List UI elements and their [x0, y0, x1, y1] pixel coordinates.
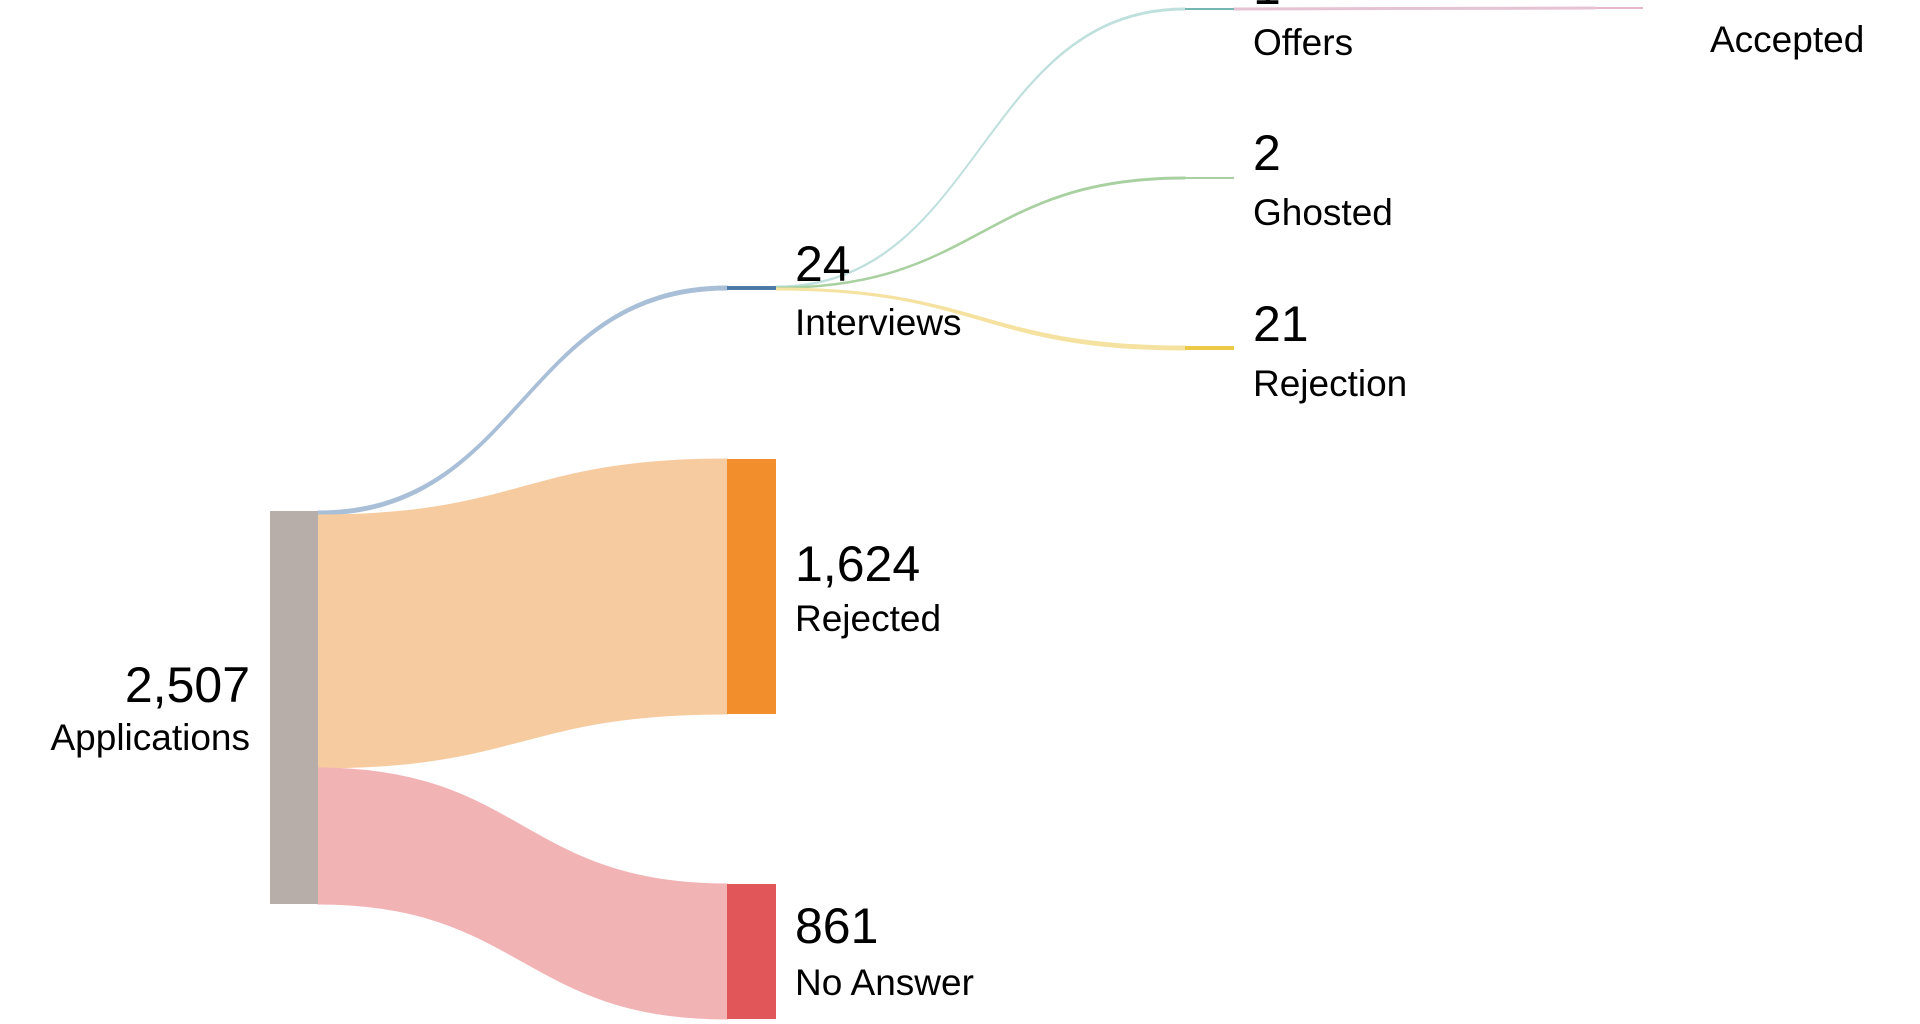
- offers-value: 1: [1253, 0, 1281, 15]
- ghosted-label: Ghosted: [1253, 192, 1393, 233]
- no-answer-label: No Answer: [795, 962, 974, 1003]
- interviews-label: Interviews: [795, 302, 962, 343]
- link-offers-accepted: [1233, 6, 1595, 11]
- node-accepted: [1594, 7, 1643, 9]
- node-rejection: [1185, 346, 1234, 350]
- no-answer-value: 861: [795, 898, 878, 954]
- rejected-value: 1,624: [795, 536, 920, 592]
- offers-label: Offers: [1253, 22, 1353, 63]
- rejection-label: Rejection: [1253, 363, 1407, 404]
- applications-value: 2,507: [125, 657, 250, 713]
- applications-label: Applications: [50, 717, 250, 758]
- node-offers: [1185, 8, 1234, 10]
- node-rejected: [727, 459, 776, 714]
- accepted-label: Accepted: [1710, 19, 1864, 60]
- interviews-value: 24: [795, 236, 851, 292]
- node-ghosted: [1185, 177, 1234, 179]
- rejection-value: 21: [1253, 296, 1309, 352]
- node-applications: [270, 511, 318, 904]
- link-applications-no_answer: [317, 767, 728, 1020]
- node-no-answer: [727, 884, 776, 1019]
- node-interviews: [727, 286, 776, 290]
- ghosted-value: 2: [1253, 125, 1281, 181]
- rejected-label: Rejected: [795, 598, 941, 639]
